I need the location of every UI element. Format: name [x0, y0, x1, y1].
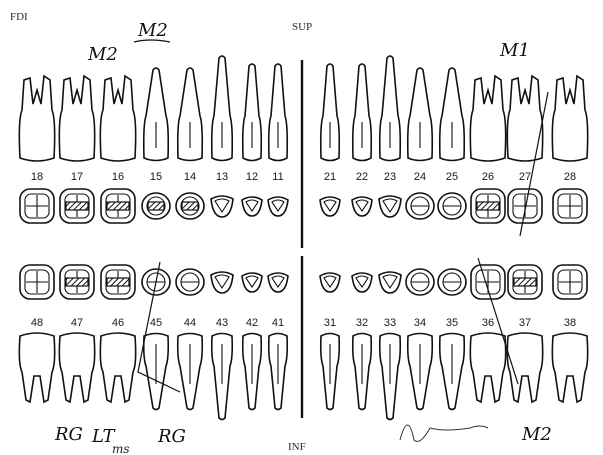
tooth-47-occlusal	[60, 265, 94, 299]
upper-teeth-occlusal	[20, 189, 587, 223]
tooth-34-occlusal	[406, 269, 434, 295]
tooth-15-occlusal-restoration	[148, 202, 164, 210]
tooth-37-occlusal	[508, 265, 542, 299]
annotation-squiggle	[400, 425, 488, 442]
tooth-number-37: 37	[519, 317, 531, 329]
tooth-number-24: 24	[414, 171, 426, 183]
tooth-number-31: 31	[324, 317, 336, 329]
tooth-18-occlusal	[20, 189, 54, 223]
tooth-number-14: 14	[184, 171, 196, 183]
lower-teeth-occlusal	[20, 265, 587, 299]
tooth-36-profile	[470, 333, 505, 402]
tooth-13-occlusal	[211, 196, 233, 217]
tooth-11-occlusal	[268, 197, 288, 216]
tooth-17-occlusal-restoration	[66, 202, 88, 210]
tooth-16-profile	[100, 76, 135, 161]
tooth-26-profile	[470, 76, 505, 161]
annotation-m1-upper-left: M1	[499, 40, 530, 61]
annotation-rg-lower-right-b: RG	[157, 426, 186, 447]
tooth-14-occlusal	[176, 193, 204, 219]
tooth-14-occlusal-restoration	[182, 202, 198, 210]
tooth-28-occlusal	[553, 189, 587, 223]
tooth-28-profile	[552, 76, 587, 161]
tooth-number-13: 13	[216, 171, 228, 183]
tooth-38-profile	[552, 333, 587, 402]
tooth-21-occlusal	[320, 197, 340, 216]
tooth-35-occlusal	[438, 269, 466, 295]
tooth-number-11: 11	[272, 171, 283, 183]
tooth-15-occlusal	[142, 193, 170, 219]
tooth-38-occlusal	[553, 265, 587, 299]
lower-tooth-numbers: 48 47 46 45 44 43 42 41 31 32 33 34 35 36 37 38	[31, 317, 576, 329]
tooth-number-22: 22	[356, 171, 368, 183]
annotation-ms-lower-right: ms	[112, 442, 130, 455]
annotation-m2-upper-right: M2	[87, 44, 118, 65]
tooth-number-26: 26	[482, 171, 494, 183]
tooth-12-occlusal	[242, 197, 262, 216]
tooth-17-profile	[59, 76, 94, 161]
tooth-number-34: 34	[414, 317, 426, 329]
upper-teeth-profiles	[19, 56, 587, 161]
annotation-m2-upper-right-b: M2	[137, 20, 168, 41]
tooth-46-profile	[100, 333, 135, 402]
tooth-23-occlusal	[379, 196, 401, 217]
tooth-16-occlusal	[101, 189, 135, 223]
tooth-number-27: 27	[519, 171, 531, 183]
tooth-number-48: 48	[31, 317, 43, 329]
tooth-number-41: 41	[272, 317, 284, 329]
tooth-number-45: 45	[150, 317, 162, 329]
tooth-number-25: 25	[446, 171, 458, 183]
tooth-number-44: 44	[184, 317, 196, 329]
tooth-36-occlusal	[471, 265, 505, 299]
tooth-42-occlusal	[242, 273, 262, 292]
tooth-48-occlusal	[20, 265, 54, 299]
tooth-25-occlusal	[438, 193, 466, 219]
tooth-33-occlusal	[379, 272, 401, 293]
tooth-number-21: 21	[324, 171, 336, 183]
annotation-m2-lower-left: M2	[521, 424, 552, 445]
tooth-17-occlusal	[60, 189, 94, 223]
tooth-27-occlusal	[508, 189, 542, 223]
tooth-number-23: 23	[384, 171, 396, 183]
tooth-number-18: 18	[31, 171, 43, 183]
tooth-41-occlusal	[268, 273, 288, 292]
tooth-24-occlusal	[406, 193, 434, 219]
tooth-26-occlusal	[471, 189, 505, 223]
tooth-48-profile	[19, 333, 54, 402]
tooth-number-17: 17	[71, 171, 83, 183]
annotation-rg-lower-right-a: RG	[54, 424, 83, 445]
tooth-number-12: 12	[246, 171, 258, 183]
tooth-47-profile	[59, 333, 94, 402]
chart-system-label: FDI	[10, 11, 28, 23]
tooth-number-36: 36	[482, 317, 494, 329]
tooth-31-occlusal	[320, 273, 340, 292]
tooth-16-occlusal-restoration	[107, 202, 129, 210]
tooth-37-occlusal-restoration	[514, 278, 536, 286]
tooth-number-38: 38	[564, 317, 576, 329]
tooth-22-occlusal	[352, 197, 372, 216]
tooth-number-43: 43	[216, 317, 228, 329]
upper-jaw-label: SUP	[292, 21, 312, 33]
tooth-number-46: 46	[112, 317, 124, 329]
tooth-43-occlusal	[211, 272, 233, 293]
tooth-32-occlusal	[352, 273, 372, 292]
upper-tooth-numbers: 18 17 16 15 14 13 12 11 21 22 23 24 25 26 27 28	[31, 171, 576, 183]
tooth-46-occlusal-restoration	[107, 278, 129, 286]
tooth-number-16: 16	[112, 171, 124, 183]
tooth-number-32: 32	[356, 317, 368, 329]
tooth-18-profile	[19, 76, 54, 161]
tooth-number-47: 47	[71, 317, 83, 329]
tooth-number-33: 33	[384, 317, 396, 329]
tooth-44-occlusal	[176, 269, 204, 295]
tooth-number-15: 15	[150, 171, 162, 183]
tooth-46-occlusal	[101, 265, 135, 299]
lower-teeth-profiles	[19, 333, 587, 420]
tooth-47-occlusal-restoration	[66, 278, 88, 286]
tooth-number-42: 42	[246, 317, 258, 329]
lower-jaw-label: INF	[288, 441, 306, 453]
tooth-number-35: 35	[446, 317, 458, 329]
tooth-number-28: 28	[564, 171, 576, 183]
tooth-26-occlusal-restoration	[477, 202, 499, 210]
